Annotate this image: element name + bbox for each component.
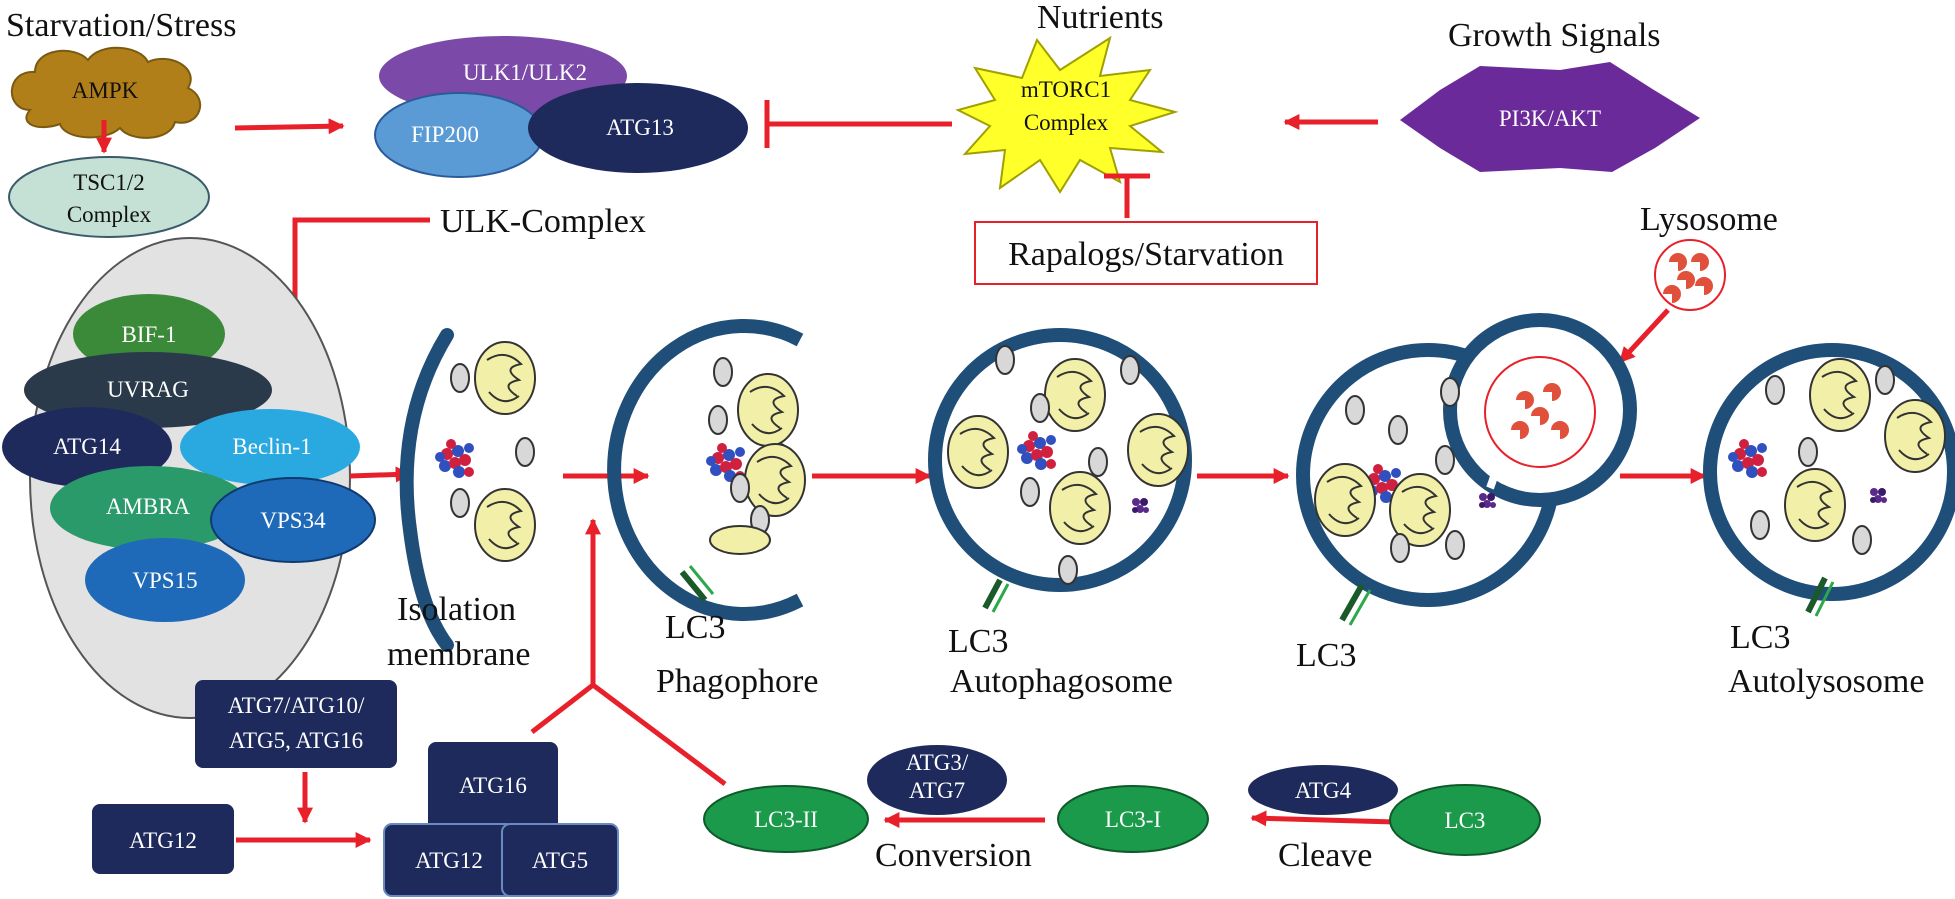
starvation-stress-label: Starvation/Stress [6,7,236,44]
beclin-complex-node: BIF-1 UVRAG Beclin-1 ATG14 AMBRA VPS15 V… [2,237,376,719]
vps15-text: VPS15 [132,568,197,593]
mtorc1-text-1: mTORC1 [1021,77,1111,102]
bif1-text: BIF-1 [122,322,177,347]
atg12-left-text: ATG12 [129,828,197,853]
atg13-ulk-text: ATG13 [606,115,674,140]
atg3-text-1: ATG3/ [906,750,969,775]
ampk-node: AMPK [10,46,202,139]
tsc-complex-node: TSC1/2 Complex [8,156,210,238]
rapalogs-text: Rapalogs/Starvation [1008,236,1284,273]
lc3ii-text: LC3-II [754,807,818,832]
ampk-text: AMPK [72,78,139,103]
lysosome [1654,239,1726,311]
ulk-complex-label: ULK-Complex [440,203,646,240]
lc3ii-node: LC3-II [703,785,869,853]
autolysosome [1703,343,1955,617]
atg16-box: ATG16 [428,742,558,832]
atg16-text: ATG16 [459,773,527,798]
isolation-membrane [399,328,536,652]
tsc-text-1: TSC1/2 [73,170,145,195]
phagophore [607,319,806,621]
atg3-text-2: ATG7 [909,778,965,803]
mtorc1-node: mTORC1 Complex [955,35,1179,194]
lysosome-to-fusion-arrow [1618,308,1670,364]
beclin-text: Beclin-1 [232,434,311,459]
fip200-text: FIP200 [411,122,479,147]
ulk-text: ULK1/ULK2 [463,60,587,85]
lysosome-label: Lysosome [1640,201,1778,238]
atg12-bottom-box: ATG12 [383,823,515,897]
uvrag-text: UVRAG [107,377,189,402]
stress-to-ulk-arrow [234,118,345,135]
atg7-group-text-1: ATG7/ATG10/ [228,693,365,718]
atg7-group-box: ATG7/ATG10/ ATG5, ATG16 [195,680,397,768]
lc3-to-lc3i-arrow [1250,810,1396,827]
tsc-text-2: Complex [67,202,152,227]
lc3i-text: LC3-I [1105,807,1161,832]
fusion-vesicle [1296,313,1637,626]
growth-signals-label: Growth Signals [1448,17,1661,54]
phagophore-lc3-label: LC3 [665,609,725,646]
cleave-label: Cleave [1278,837,1372,874]
vps34-text: VPS34 [260,508,326,533]
isolation-label-1: Isolation [397,591,516,628]
autophagosome-lc3-label: LC3 [948,623,1008,660]
isolation-label-2: membrane [387,636,531,673]
lc3-green-text: LC3 [1445,808,1486,833]
fusion-lc3-label: LC3 [1296,637,1356,674]
phagophore-label: Phagophore [656,663,818,700]
pi3k-text: PI3K/AKT [1499,106,1601,131]
ambra-text: AMBRA [106,494,191,519]
autolysosome-label: Autolysosome [1728,663,1924,700]
lc3i-node: LC3-I [1057,785,1209,853]
atg3-atg7-node: ATG3/ ATG7 [867,745,1007,815]
atg14-text: ATG14 [53,434,121,459]
nutrients-label: Nutrients [1037,0,1164,36]
atg5-text: ATG5 [532,848,588,873]
pi3k-akt-node: PI3K/AKT [1400,62,1700,172]
atg12-bottom-text: ATG12 [415,848,483,873]
ulk-complex-node: ULK1/ULK2 FIP200 ATG13 [374,36,748,178]
atg4-node: ATG4 [1248,765,1398,815]
conversion-label: Conversion [875,837,1032,874]
atg12-left-box: ATG12 [92,804,234,874]
rapalogs-box: Rapalogs/Starvation [974,221,1318,285]
autolysosome-lc3-label: LC3 [1730,619,1790,656]
mtorc1-text-2: Complex [1024,110,1109,135]
atg4-text: ATG4 [1295,778,1352,803]
atg7-group-text-2: ATG5, ATG16 [229,728,363,753]
conjugate-join-line [530,683,595,734]
autophagosome [928,328,1192,613]
autophagosome-label: Autophagosome [950,663,1173,700]
atg5-box: ATG5 [501,823,619,897]
lc3-green-node: LC3 [1389,784,1541,856]
lc3ii-join-line [591,683,727,786]
